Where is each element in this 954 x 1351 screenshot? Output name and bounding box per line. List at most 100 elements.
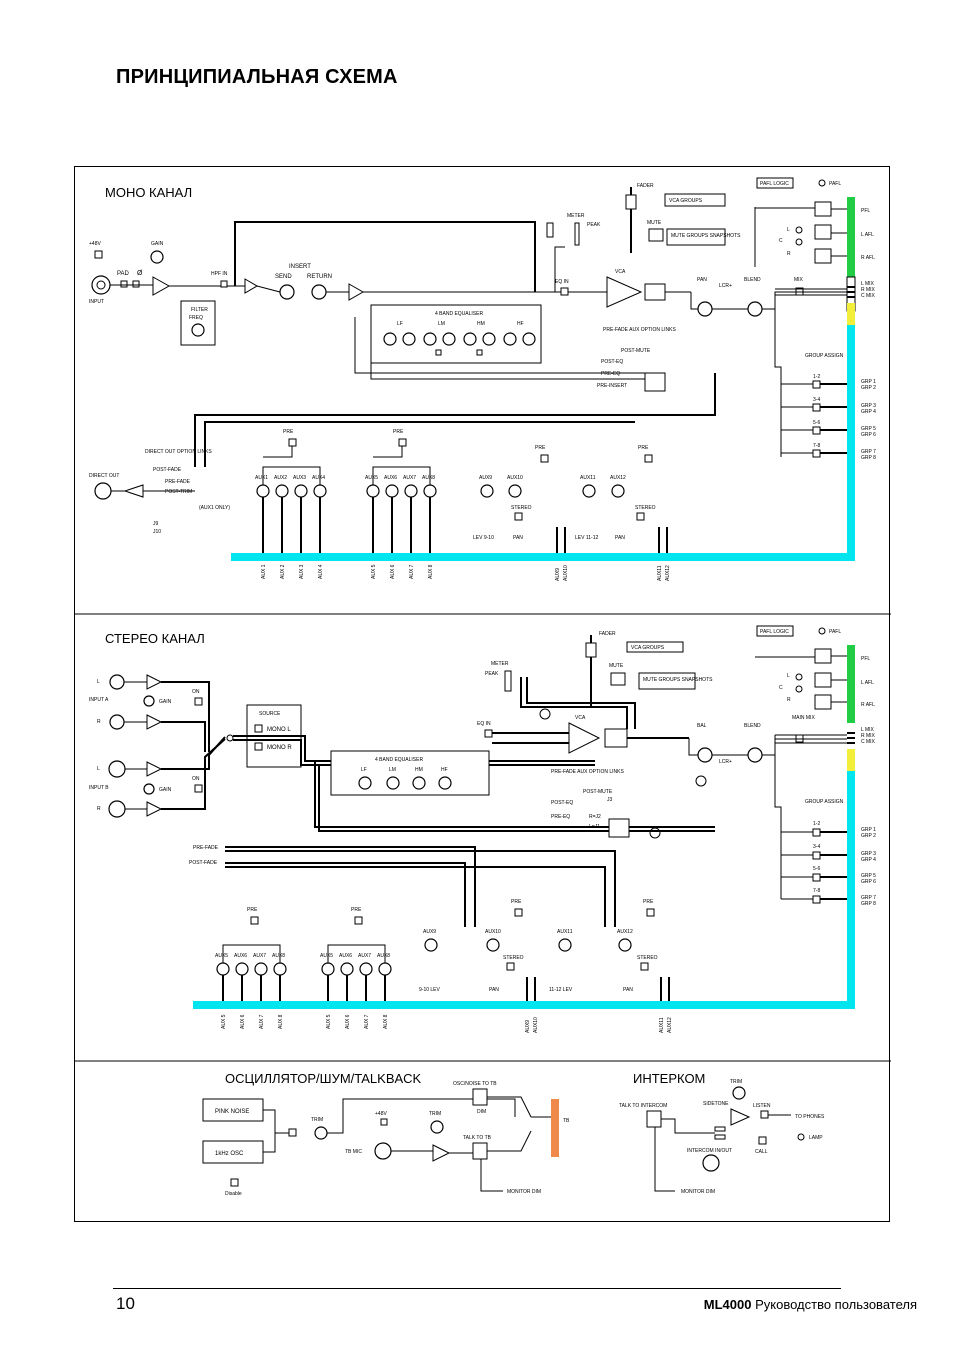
stereo-group-assign-button[interactable] [812, 851, 821, 860]
stereo-group-assign-button[interactable] [812, 828, 821, 837]
mono-blend-label: BLEND [744, 277, 761, 283]
mono-aux-knob[interactable] [256, 484, 270, 498]
mono-aux-knob[interactable] [480, 484, 494, 498]
mono-aux-knob[interactable] [423, 484, 437, 498]
stereo-eq-in-button[interactable] [484, 729, 493, 738]
mono-mute-button[interactable] [648, 228, 664, 242]
stereo-gain-a-knob[interactable] [143, 695, 155, 707]
talk-to-tb-button[interactable] [472, 1142, 488, 1160]
mono-eq-knob[interactable] [522, 332, 536, 346]
stereo-aux-label: AUX5 [215, 953, 228, 959]
stereo-aux-knob[interactable] [273, 962, 287, 976]
stereo-group-assign-button[interactable] [812, 895, 821, 904]
call-button[interactable] [758, 1136, 767, 1145]
stereo-pre-button[interactable] [514, 908, 523, 917]
stereo-bal-knob[interactable] [697, 747, 713, 763]
stereo-on-a-button[interactable] [194, 697, 203, 706]
mono-blend-knob[interactable] [747, 301, 763, 317]
osc-disable-switch[interactable] [230, 1178, 239, 1187]
mono-eq-knob[interactable] [482, 332, 496, 346]
mono-preamp-icon [152, 276, 171, 296]
stereo-aux-knob[interactable] [558, 938, 572, 952]
mono-aux-label: AUX5 [365, 475, 378, 481]
mono-aux-knob[interactable] [366, 484, 380, 498]
svg-text:C: C [779, 238, 783, 244]
mono-group-assign-button[interactable] [812, 426, 821, 435]
mono-group-assign-button[interactable] [812, 380, 821, 389]
mono-aux-knob[interactable] [582, 484, 596, 498]
tb-trim-knob[interactable] [430, 1120, 444, 1134]
stereo-group-assign-button[interactable] [812, 873, 821, 882]
osc-trim-knob[interactable] [314, 1126, 328, 1140]
stereo-aux-knob[interactable] [321, 962, 335, 976]
stereo-gain-b-knob[interactable] [143, 783, 155, 795]
stereo-pre-button[interactable] [250, 916, 259, 925]
stereo-eq-knob[interactable] [438, 776, 452, 790]
stereo-on-b-button[interactable] [194, 784, 203, 793]
mono-eq-knob[interactable] [442, 332, 456, 346]
mono-eq-knob[interactable] [402, 332, 416, 346]
stereo-aux-knob[interactable] [216, 962, 230, 976]
mono-pre-button[interactable] [644, 454, 653, 463]
mono-pan-knob[interactable] [697, 301, 713, 317]
mono-eq-knob[interactable] [463, 332, 477, 346]
stereo-aux-knob[interactable] [424, 938, 438, 952]
stereo-bus-aux-label: AUX 6 [240, 1014, 246, 1029]
mono-aux-knob[interactable] [611, 484, 625, 498]
stereo-aux-knob[interactable] [486, 938, 500, 952]
stereo-bus-grp5: GRP 5 [861, 873, 876, 879]
stereo-eq-hf: HF [441, 767, 448, 773]
mono-fader[interactable] [625, 194, 637, 210]
mono-group-assign-button[interactable] [812, 403, 821, 412]
mono-pre-button[interactable] [398, 438, 407, 447]
stereo-eq-knob[interactable] [386, 776, 400, 790]
stereo-fader[interactable] [585, 642, 597, 658]
stereo-eq-knob[interactable] [412, 776, 426, 790]
stereo-stereo-button[interactable] [640, 962, 649, 971]
mono-eq-in-button[interactable] [560, 287, 569, 296]
stereo-prefade-label: PRE-FADE [193, 845, 219, 851]
mono-eq-knob[interactable] [383, 332, 397, 346]
mono-filter-freq-knob[interactable] [191, 323, 205, 337]
stereo-mute-button[interactable] [610, 672, 626, 686]
mono-aux-knob[interactable] [404, 484, 418, 498]
mono-aux-knob[interactable] [385, 484, 399, 498]
stereo-aux-knob[interactable] [359, 962, 373, 976]
mono-eq-knob[interactable] [503, 332, 517, 346]
intercom-trim-knob[interactable] [732, 1086, 746, 1100]
stereo-pafl-label: PAFL [829, 629, 841, 635]
call-label: CALL [755, 1149, 768, 1155]
stereo-aux-knob[interactable] [340, 962, 354, 976]
stereo-mono-l-button[interactable] [254, 724, 263, 733]
mono-insert-send-jack [279, 284, 295, 300]
stereo-stereo-button[interactable] [506, 962, 515, 971]
stereo-pre-button[interactable] [646, 908, 655, 917]
stereo-pre-button[interactable] [354, 916, 363, 925]
stereo-aux-knob[interactable] [378, 962, 392, 976]
mono-lev-label: LEV 11-12 [575, 535, 598, 541]
stereo-aux-knob[interactable] [235, 962, 249, 976]
mono-pre-button[interactable] [288, 438, 297, 447]
stereo-post-mute-label: POST-MUTE [583, 789, 613, 795]
mono-aux-knob[interactable] [313, 484, 327, 498]
osc-noise-tb-button[interactable] [472, 1088, 488, 1106]
mono-pre-button[interactable] [540, 454, 549, 463]
footer-brand: ML4000 [703, 1297, 752, 1312]
mono-gain-knob[interactable] [150, 250, 164, 264]
mono-stereo-button[interactable] [514, 512, 523, 521]
mono-aux-knob[interactable] [275, 484, 289, 498]
stereo-mono-r-button[interactable] [254, 742, 263, 751]
mono-aux-knob[interactable] [294, 484, 308, 498]
mono-group-assign-button[interactable] [812, 449, 821, 458]
mono-aux-bus [231, 553, 855, 561]
stereo-aux-knob[interactable] [254, 962, 268, 976]
stereo-blend-knob[interactable] [747, 747, 763, 763]
stereo-eq-knob[interactable] [358, 776, 372, 790]
listen-button[interactable] [760, 1110, 769, 1119]
mono-aux-knob[interactable] [508, 484, 522, 498]
stereo-aux-knob[interactable] [618, 938, 632, 952]
mono-eq-knob[interactable] [423, 332, 437, 346]
mono-bus-rafl: R AFL [861, 255, 875, 261]
mono-stereo-button[interactable] [636, 512, 645, 521]
talk-to-intercom-button[interactable] [646, 1110, 662, 1128]
